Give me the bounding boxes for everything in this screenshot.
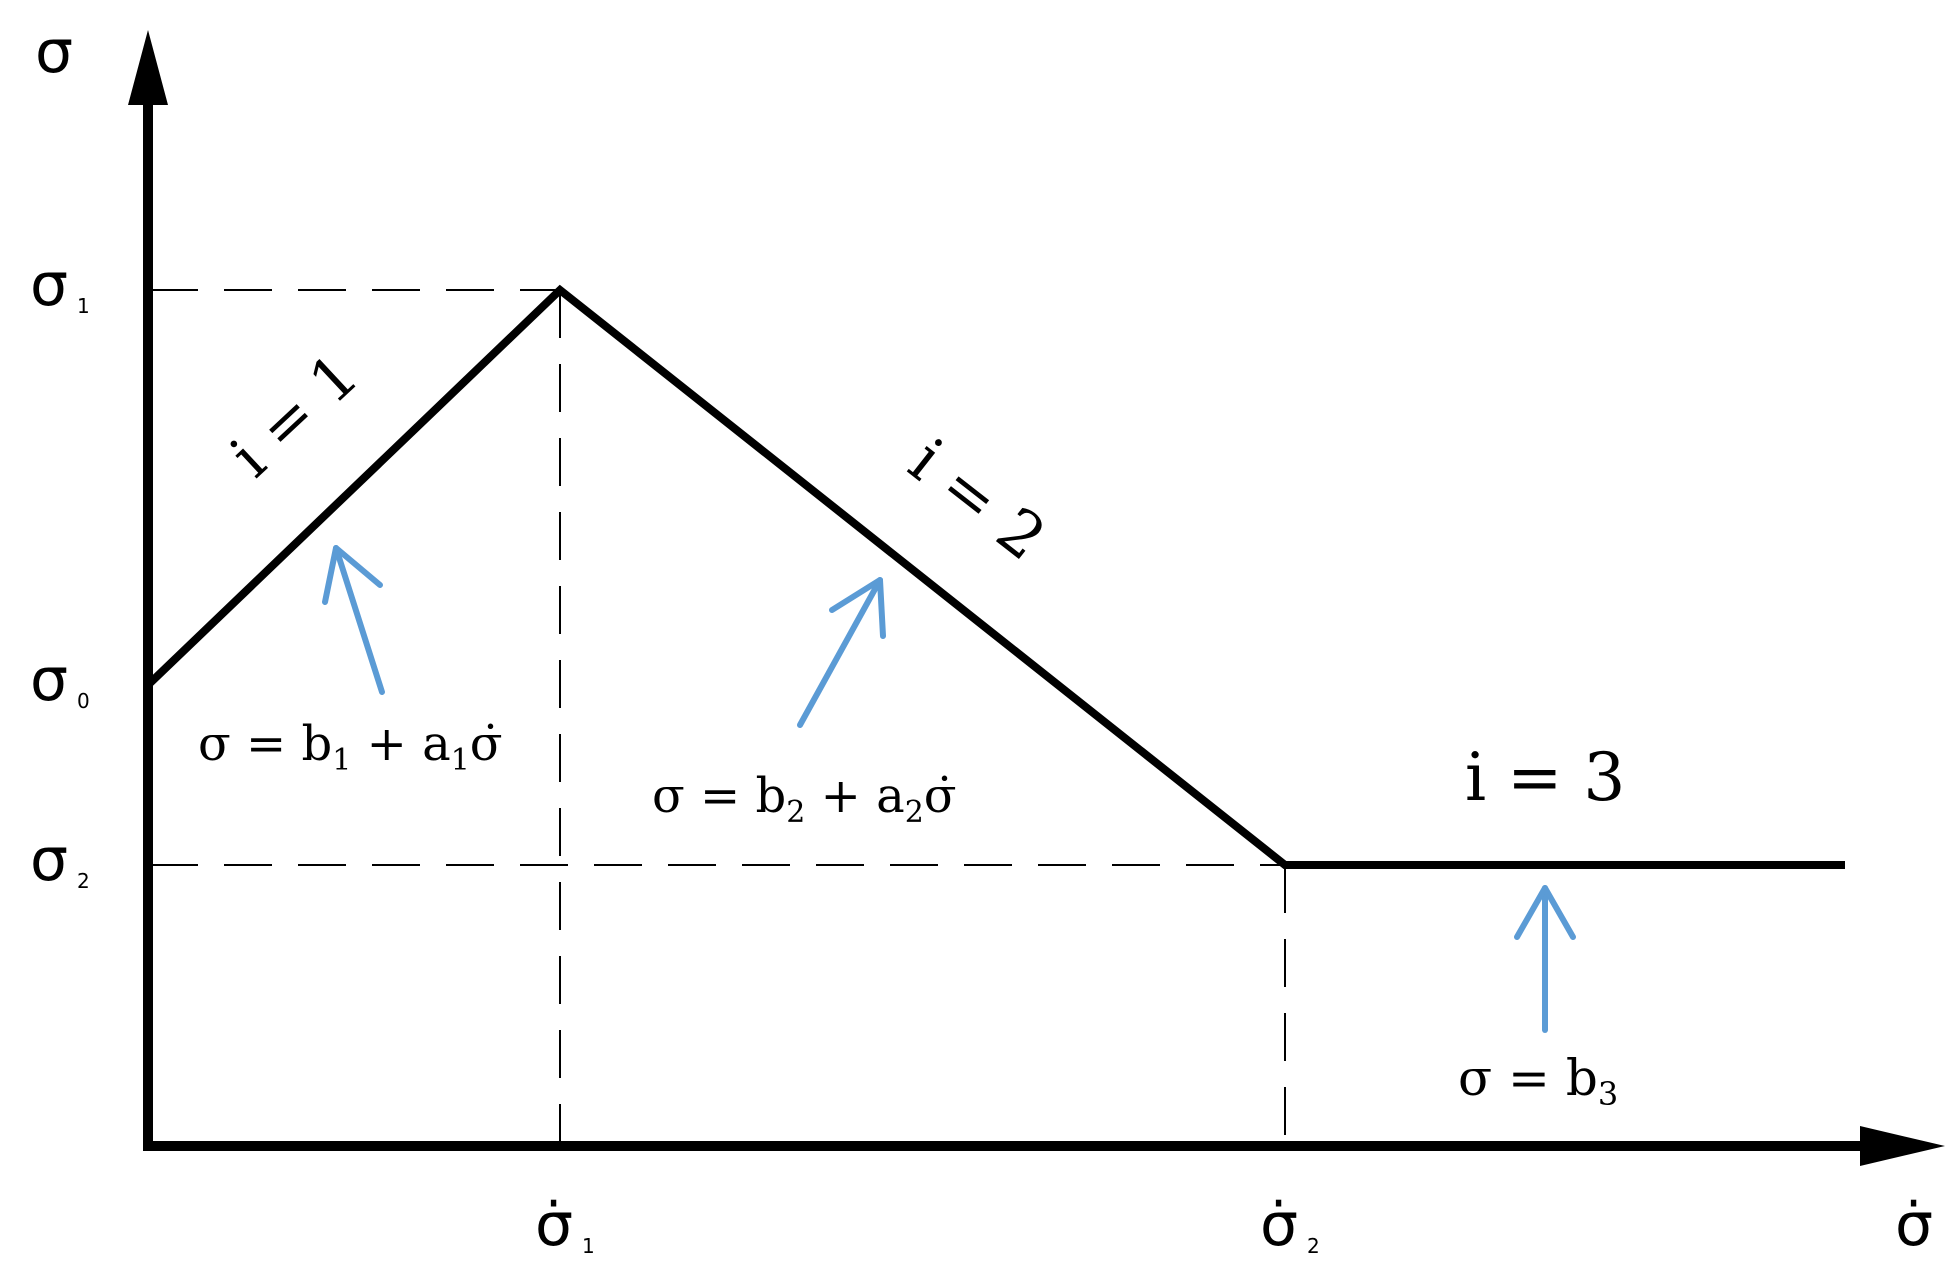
- x-tick-rate2-base: σ̇: [1260, 1190, 1298, 1260]
- arrow-region-3-head: [1514, 885, 1576, 940]
- x-tick-rate2-sub: 2: [1307, 1234, 1320, 1258]
- pointer-arrows: [322, 545, 1576, 1033]
- equation-region-2-tail: σ̇: [924, 768, 957, 824]
- equation-region-1-base: σ = b: [198, 716, 332, 772]
- x-tick-rate1: σ̇ 1: [535, 1190, 595, 1260]
- x-tick-rate2: σ̇ 2: [1260, 1190, 1320, 1260]
- equation-region-1-tail: σ̇: [470, 716, 503, 772]
- y-tick-sigma2: σ 2: [30, 825, 90, 895]
- arrow-region-1-shaft: [333, 545, 385, 695]
- y-axis-arrowhead: [128, 30, 168, 105]
- equation-region-1-sub-a: 1: [451, 743, 470, 778]
- equation-region-2-sub-b: 2: [786, 795, 805, 830]
- axes: [128, 30, 1945, 1166]
- y-tick-sigma0: σ 0: [30, 645, 90, 715]
- x-tick-rate1-base: σ̇: [535, 1190, 573, 1260]
- equation-region-1-mid: + a: [351, 716, 450, 772]
- arrow-region-1-head: [322, 545, 383, 605]
- x-axis-arrowhead: [1860, 1126, 1945, 1166]
- equation-region-2: σ = b2 + a2σ̇: [652, 768, 957, 830]
- region-label-1: i = 1: [217, 340, 371, 491]
- x-tick-rate1-sub: 1: [582, 1234, 595, 1258]
- equation-region-2-sub-a: 2: [905, 795, 924, 830]
- y-tick-sigma2-base: σ: [30, 825, 68, 895]
- equation-region-3-sub-b: 3: [1598, 1075, 1618, 1113]
- y-tick-sigma1: σ 1: [30, 250, 90, 320]
- y-tick-sigma1-sub: 1: [77, 294, 90, 318]
- arrow-region-3: [1514, 885, 1576, 1033]
- y-tick-sigma2-sub: 2: [77, 869, 90, 893]
- y-tick-sigma1-base: σ: [30, 250, 68, 320]
- equation-region-1: σ = b1 + a1σ̇: [198, 716, 503, 778]
- equation-region-1-sub-b: 1: [332, 743, 351, 778]
- piecewise-curve: [145, 284, 1845, 869]
- equation-region-2-mid: + a: [805, 768, 904, 824]
- equation-region-3: σ = b3: [1458, 1049, 1618, 1113]
- region-label-3: i = 3: [1465, 739, 1625, 816]
- x-axis-symbol: σ̇: [1895, 1190, 1933, 1260]
- arrow-region-2-shaft: [797, 577, 883, 728]
- y-axis-symbol: σ: [35, 17, 73, 87]
- y-tick-sigma0-sub: 0: [77, 689, 90, 713]
- y-tick-sigma0-base: σ: [30, 645, 68, 715]
- region-label-2: i = 2: [896, 424, 1060, 574]
- equation-region-2-base: σ = b: [652, 768, 786, 824]
- arrow-region-2-head: [829, 577, 886, 639]
- arrow-region-1: [322, 545, 385, 695]
- arrow-region-2: [797, 577, 886, 728]
- guide-lines: [150, 289, 1286, 1145]
- equation-region-3-base: σ = b: [1458, 1049, 1598, 1107]
